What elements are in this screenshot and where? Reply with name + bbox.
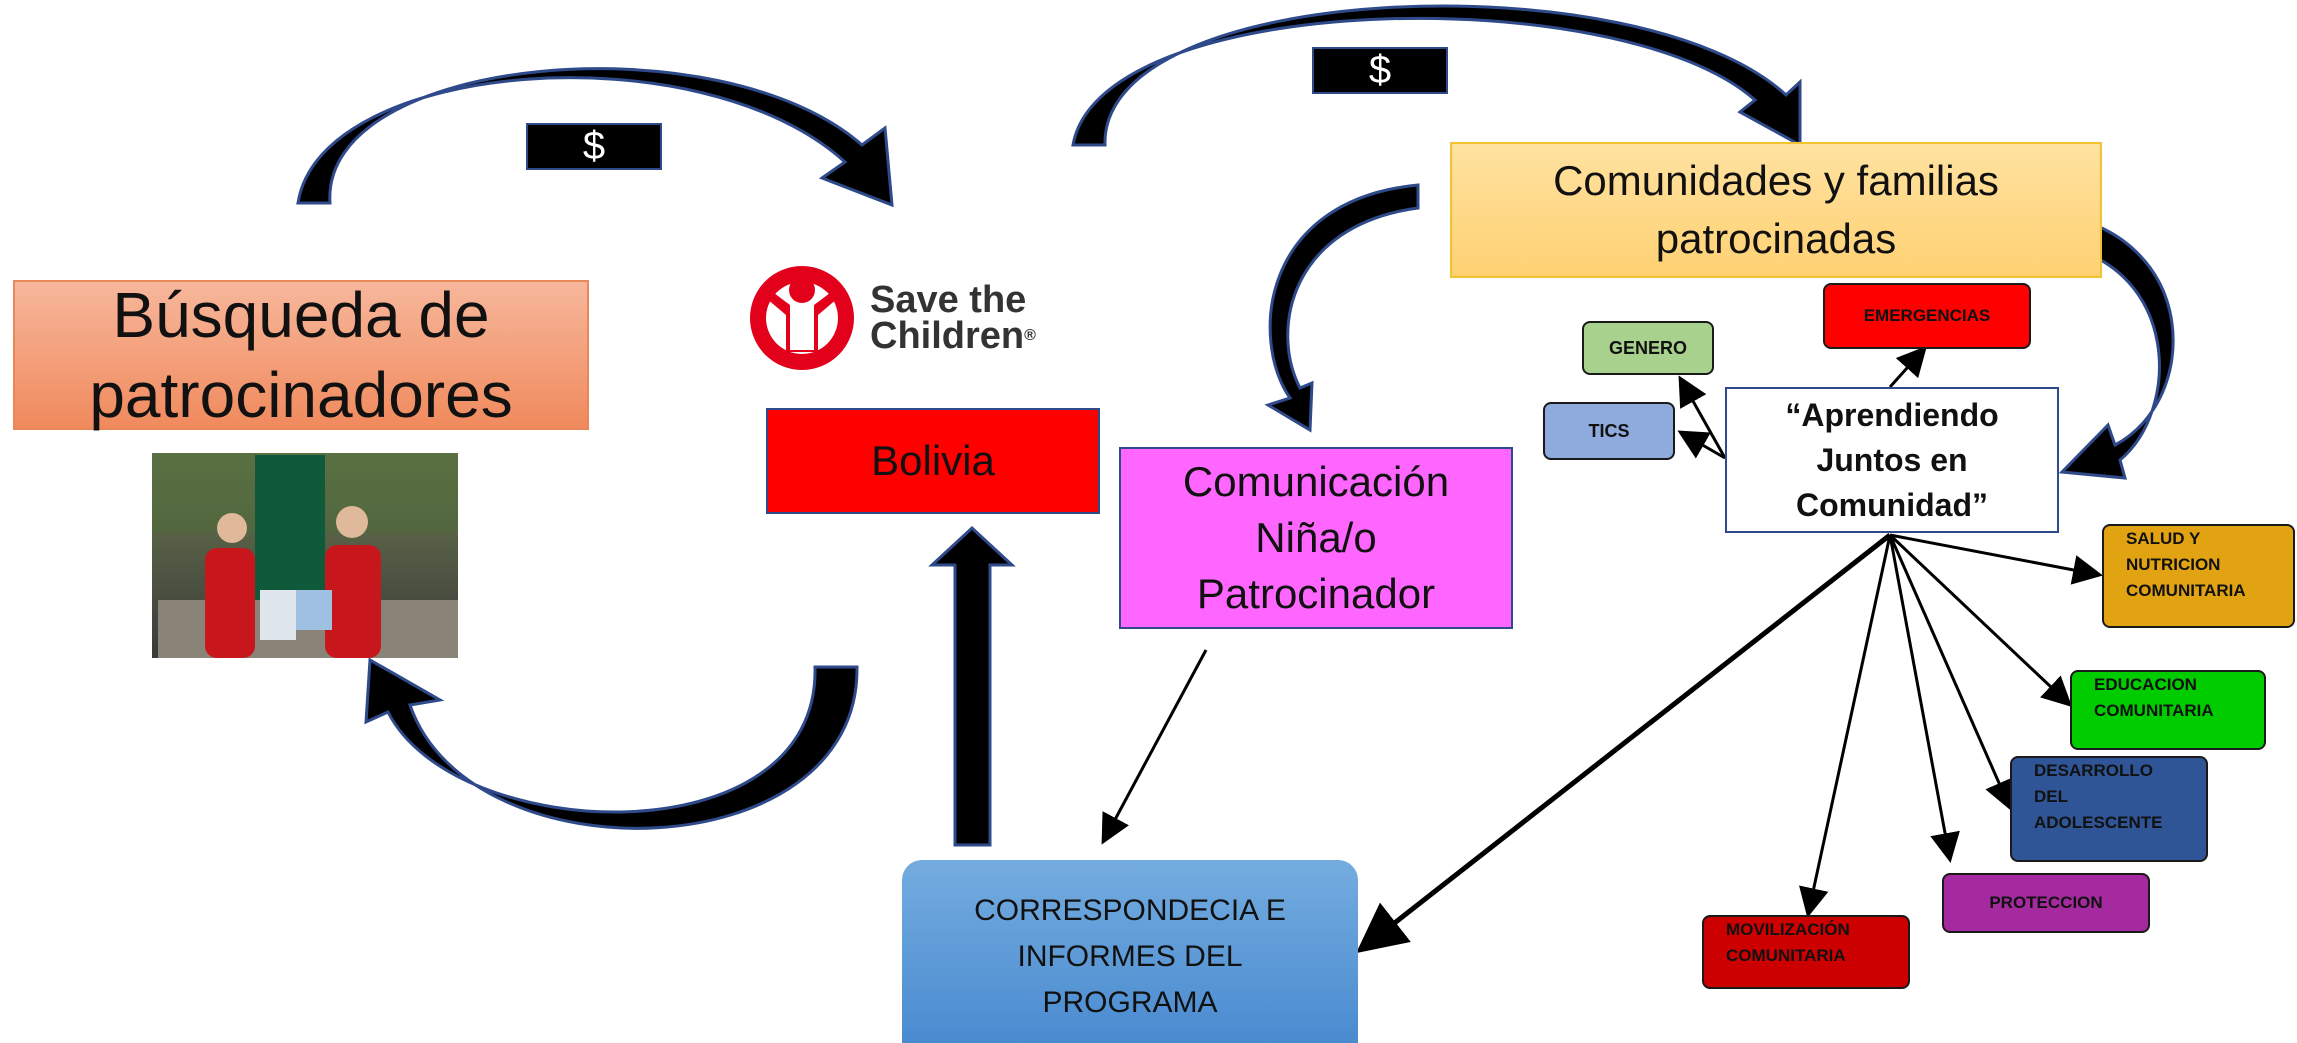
theme-emergencias-label: EMERGENCIAS [1863,306,1991,325]
theme-salud-line3: COMUNITARIA [2126,581,2246,600]
theme-educacion-line1: EDUCACION [2094,675,2197,694]
theme-desarrollo: DESARROLLO DEL ADOLESCENTE [2010,756,2208,862]
theme-desarrollo-line3: ADOLESCENTE [2034,813,2163,832]
up-arrow-correspondence-to-bolivia [928,525,1016,847]
theme-tics: TICS [1543,402,1675,460]
stc-logo-line2: Children® [870,315,1036,357]
communities-line2: patrocinadas [1655,215,1897,262]
sponsor-search-line1: Búsqueda de [112,279,490,351]
money-tag-top: $ [1312,47,1448,94]
communication-box: Comunicación Niña/o Patrocinador [1119,447,1513,629]
theme-genero: GENERO [1582,321,1714,375]
stc-logo-mark [750,266,854,370]
theme-emergencias: EMERGENCIAS [1823,283,2031,349]
volunteers-photo [152,453,458,658]
theme-salud-line1: SALUD Y [2126,529,2201,548]
theme-educacion: EDUCACION COMUNITARIA [2070,670,2266,750]
sponsor-search-line2: patrocinadores [89,359,513,431]
theme-genero-label: GENERO [1608,338,1687,358]
curved-arrow-sponsors-to-stc [296,67,894,208]
theme-salud-line2: NUTRICION [2126,555,2221,574]
program-line1: “Aprendiendo [1785,396,1999,433]
stc-logo-text: Save the Children® [870,279,1036,357]
correspondence-line1: CORRESPONDECIA E [974,893,1286,927]
communities-box: Comunidades y familias patrocinadas [1450,142,2102,278]
correspondence-box: CORRESPONDECIA E INFORMES DEL PROGRAMA [902,860,1358,1043]
bolivia-label: Bolivia [871,437,995,484]
money-tag-left: $ [526,123,662,170]
program-line3: Comunidad” [1796,486,1988,523]
theme-salud: SALUD Y NUTRICION COMUNITARIA [2102,524,2295,628]
theme-movilizacion: MOVILIZACIÓN COMUNITARIA [1702,915,1910,989]
theme-tics-label: TICS [1588,421,1630,441]
registered-mark: ® [1024,327,1036,344]
communication-line2: Niña/o [1255,514,1377,561]
theme-desarrollo-line2: DEL [2034,787,2068,806]
correspondence-line2: INFORMES DEL [1017,939,1243,973]
theme-proteccion-label: PROTECCION [1989,893,2103,912]
sponsor-search-box: Búsqueda de patrocinadores [13,279,589,431]
theme-educacion-line2: COMUNITARIA [2094,701,2214,720]
bolivia-box: Bolivia [766,408,1100,514]
curved-arrow-communities-to-communication [1264,183,1420,433]
program-line2: Juntos en [1816,441,1968,478]
theme-movilizacion-line2: COMUNITARIA [1726,946,1846,965]
theme-movilizacion-line1: MOVILIZACIÓN [1726,920,1850,939]
stc-logo-line1: Save the [870,279,1027,321]
theme-proteccion: PROTECCION [1942,873,2150,933]
communities-line1: Comunidades y familias [1553,157,1999,204]
communication-line3: Patrocinador [1196,570,1436,617]
curved-arrow-stc-to-communities [1071,4,1802,148]
curved-arrow-communities-to-program [2058,213,2175,480]
theme-desarrollo-line1: DESARROLLO [2034,761,2153,780]
correspondence-line3: PROGRAMA [1042,985,1218,1019]
connector-lines [1101,345,2103,954]
program-box: “Aprendiendo Juntos en Comunidad” [1725,387,2059,533]
curved-arrow-stc-to-sponsors [364,657,859,830]
communication-line1: Comunicación [1182,458,1450,505]
